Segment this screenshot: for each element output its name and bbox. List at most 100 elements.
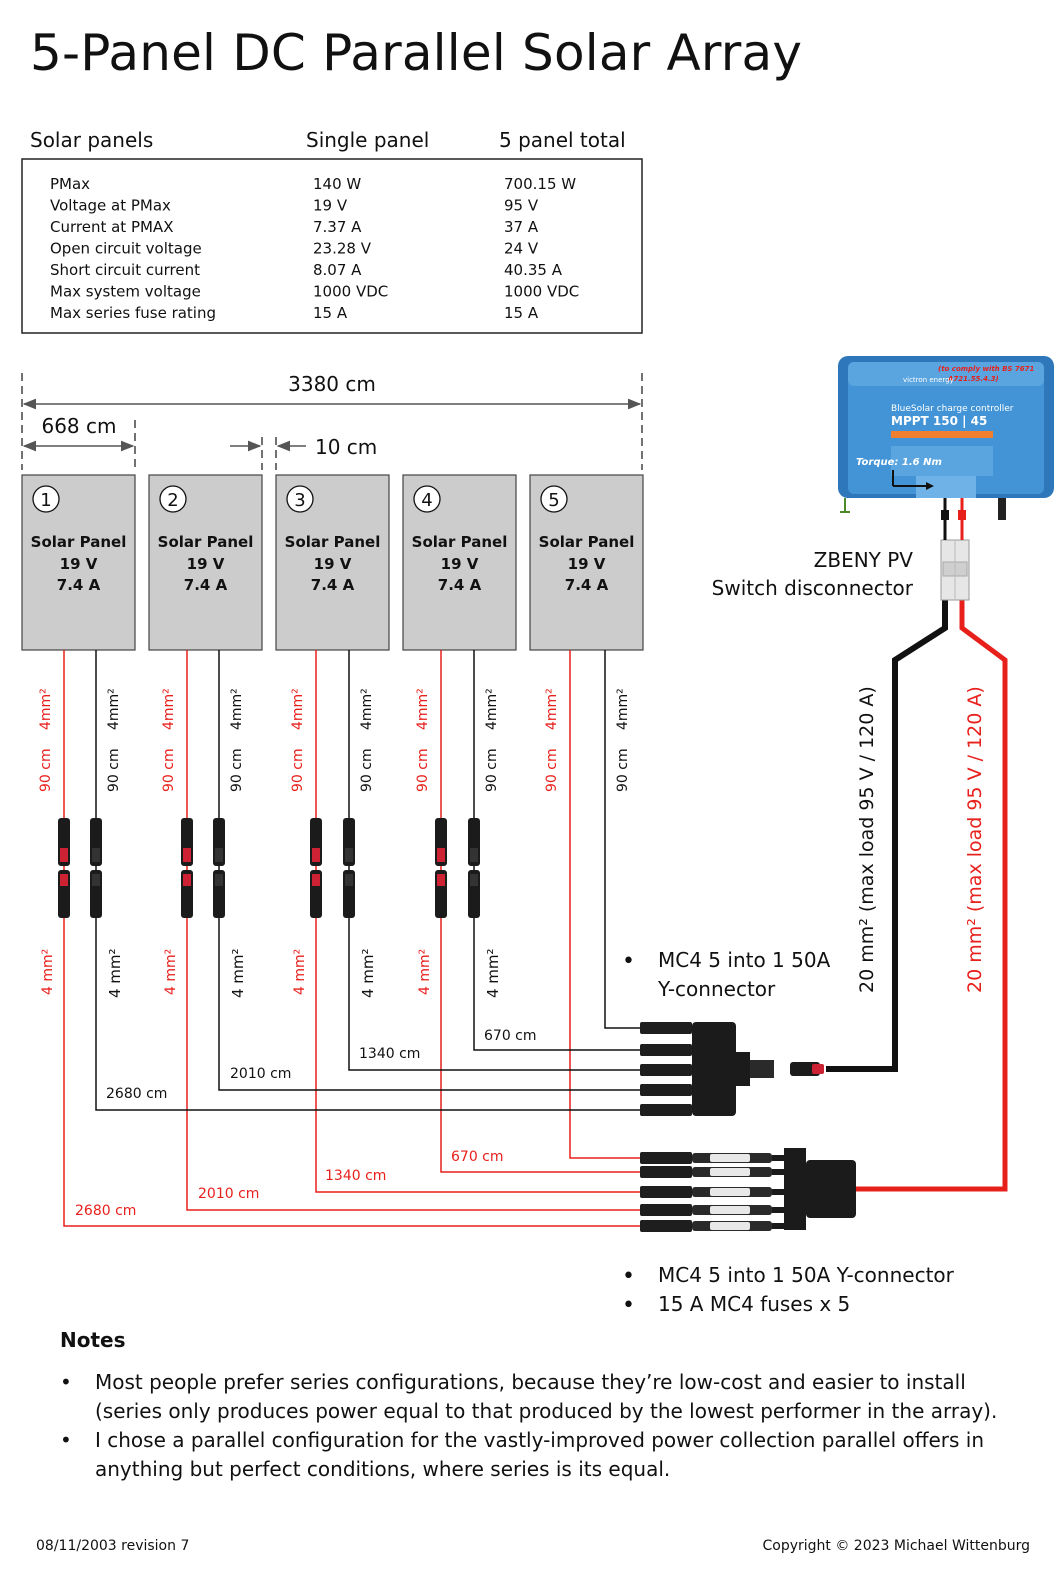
black-connector-line1: MC4 5 into 1 50A <box>658 948 831 972</box>
spec-header-total: 5 panel total <box>499 128 626 152</box>
controller-torque: Torque: 1.6 Nm <box>856 457 942 468</box>
mc4-inline-positive <box>58 818 70 918</box>
mc4-plug-positive <box>640 1152 692 1164</box>
panel-number: 2 <box>167 490 178 511</box>
note-item: Most people prefer series configurations… <box>60 1368 1035 1426</box>
panel-number-badge <box>286 485 314 513</box>
spec-row-single: 7.37 A <box>313 218 362 236</box>
panel-voltage: 19 V <box>314 555 352 573</box>
negative-extension-gauge: 4 mm² <box>106 948 124 998</box>
red-connector-line1: MC4 5 into 1 50A Y-connector <box>658 1263 955 1287</box>
negative-run-length: 2680 cm <box>106 1086 167 1102</box>
switch-line1: ZBENY PV <box>814 548 914 572</box>
mc4-plug-negative <box>640 1022 692 1034</box>
spec-row-total: 40.35 A <box>504 261 563 279</box>
dimension-annotations: 3380 cm 668 cm 10 cm <box>21 372 643 470</box>
panel-number-badge <box>32 485 60 513</box>
negative-cable-label: 20 mm² (max load 95 V / 120 A) <box>856 686 878 993</box>
mc4-plug-positive <box>640 1186 692 1198</box>
switch-line2: Switch disconnector <box>712 576 914 600</box>
negative-lead-gauge: 4mm² <box>615 688 631 730</box>
spec-row-total: 24 V <box>504 240 539 258</box>
panel-number-badge <box>540 485 568 513</box>
spec-row-single: 8.07 A <box>313 261 362 279</box>
charge-controller: (to comply with BS 7671 A721.55.4.3) vic… <box>838 356 1054 540</box>
controller-model: MPPT 150 | 45 <box>891 414 987 428</box>
black-y-connector <box>692 1022 824 1116</box>
main-positive-cable <box>856 598 1008 1192</box>
positive-run-length: 670 cm <box>451 1149 504 1165</box>
positive-wire-panel-5 <box>569 650 645 1159</box>
notes-list: Most people prefer series configurations… <box>60 1368 1035 1484</box>
connectors-layer <box>58 818 692 1232</box>
negative-run-length: 670 cm <box>484 1028 537 1044</box>
positive-cable-label: 20 mm² (max load 95 V / 120 A) <box>964 686 986 993</box>
footer-date-revision: 08/11/2003 revision 7 <box>36 1538 190 1554</box>
negative-wire-panel-1 <box>95 650 645 1111</box>
negative-lead-gauge: 4mm² <box>359 688 375 730</box>
negative-lead-gauge: 4mm² <box>106 688 122 730</box>
mc4-plug-negative <box>640 1104 692 1116</box>
negative-lead-length: 90 cm <box>615 748 631 792</box>
total-width-label: 3380 cm <box>288 372 376 396</box>
panel-label: Solar Panel <box>539 533 635 551</box>
negative-lead-length: 90 cm <box>229 748 245 792</box>
spec-row-label: PMax <box>50 175 90 193</box>
panel-current: 7.4 A <box>184 576 228 594</box>
negative-run-length: 1340 cm <box>359 1046 420 1062</box>
spec-row-total: 37 A <box>504 218 539 236</box>
positive-lead-gauge: 4mm² <box>544 688 560 730</box>
negative-extension-gauge: 4 mm² <box>359 948 377 998</box>
mc4-plug-positive <box>640 1204 692 1216</box>
positive-lead-length: 90 cm <box>544 748 560 792</box>
negative-wire-panel-5 <box>604 650 645 1029</box>
spec-row-label: Max series fuse rating <box>50 304 216 322</box>
lead-labels-layer: 90 cm 4mm² 90 cm 4mm² 4 mm² 4 mm² 90 cm 4mm² 90 … <box>38 688 631 1219</box>
negative-lead-gauge: 4mm² <box>229 688 245 730</box>
panel-number-badge <box>159 485 187 513</box>
spec-row-total: 1000 VDC <box>504 283 579 301</box>
positive-extension-gauge: 4 mm² <box>417 949 433 995</box>
controller-product-line: BlueSolar charge controller <box>891 404 1014 414</box>
panel-voltage: 19 V <box>568 555 606 573</box>
mc4-plug-positive <box>640 1220 692 1232</box>
panel-current: 7.4 A <box>565 576 609 594</box>
positive-run-length: 1340 cm <box>325 1168 386 1184</box>
spec-row-single: 140 W <box>313 175 361 193</box>
mc4-inline-positive <box>310 818 322 918</box>
red-connector-bullet-1: • <box>622 1264 635 1289</box>
mc4-plug-negative <box>640 1084 692 1096</box>
positive-extension-gauge: 4 mm² <box>40 949 56 995</box>
panel-label: Solar Panel <box>285 533 381 551</box>
positive-lead-length: 90 cm <box>161 748 177 792</box>
note-item: I chose a parallel configuration for the… <box>60 1426 1035 1484</box>
panel-number: 1 <box>40 490 51 511</box>
controller-compliance-2: A721.55.4.3) <box>947 375 999 383</box>
panel-voltage: 19 V <box>60 555 98 573</box>
panel-current: 7.4 A <box>57 576 101 594</box>
mc4-inline-negative <box>468 818 480 918</box>
mc4-inline-positive <box>435 818 447 918</box>
panel-number: 5 <box>548 490 559 511</box>
positive-extension-gauge: 4 mm² <box>292 949 308 995</box>
panel-label: Solar Panel <box>412 533 508 551</box>
panel-label: Solar Panel <box>158 533 254 551</box>
mc4-inline-positive <box>181 818 193 918</box>
switch-disconnector <box>940 539 970 601</box>
negative-lead-gauge: 4mm² <box>484 688 500 730</box>
spec-row-label: Short circuit current <box>50 261 200 279</box>
footer-copyright: Copyright © 2023 Michael Wittenburg <box>762 1538 1030 1554</box>
spec-row-single: 1000 VDC <box>313 283 388 301</box>
panel-number: 3 <box>294 490 305 511</box>
mc4-inline-negative <box>90 818 102 918</box>
wires-layer <box>63 650 645 1227</box>
positive-lead-gauge: 4mm² <box>290 688 306 730</box>
spec-row-label: Max system voltage <box>50 283 201 301</box>
positive-extension-gauge: 4 mm² <box>163 949 179 995</box>
positive-lead-gauge: 4mm² <box>415 688 431 730</box>
